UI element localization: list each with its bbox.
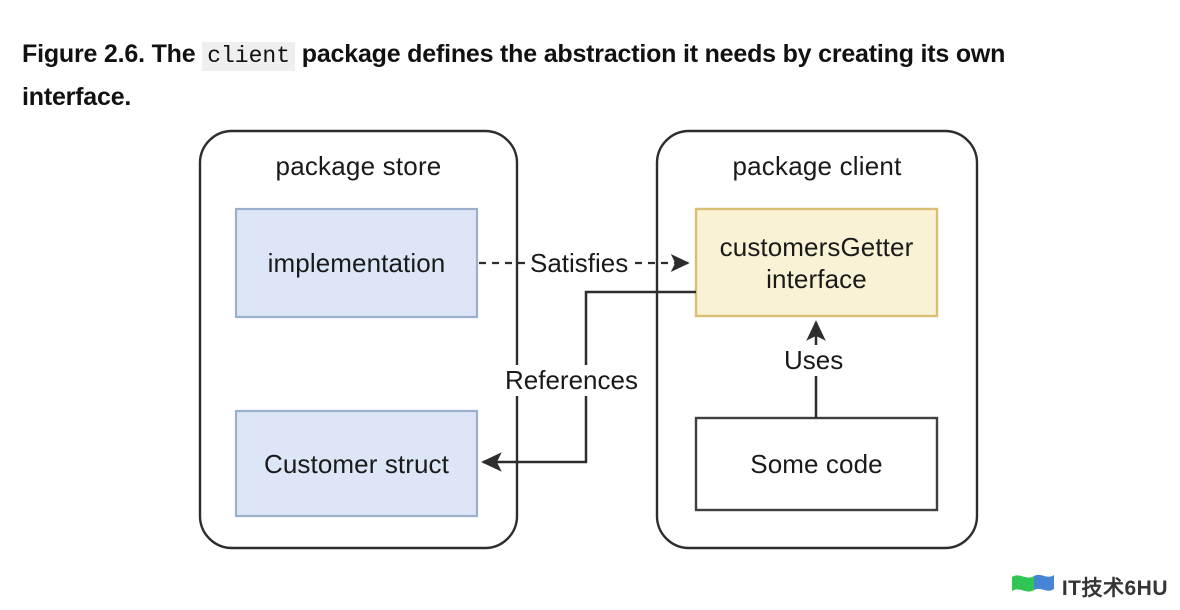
watermark-text: IT技术6HU — [1061, 576, 1168, 600]
figure-caption: Figure 2.6. The client package defines t… — [22, 34, 1112, 118]
node-box-some-code — [694, 416, 939, 512]
watermark-logo-icon — [1011, 571, 1055, 602]
caption-code-client: client — [202, 42, 296, 71]
caption-rest: package defines the abstraction it needs… — [22, 40, 1006, 111]
node-box-implementation — [234, 207, 479, 319]
node-box-customers-getter — [694, 207, 939, 318]
caption-lead: Figure 2.6. The — [22, 40, 196, 68]
node-box-customer-struct — [234, 409, 479, 518]
watermark: IT技术6HU — [1011, 571, 1168, 602]
